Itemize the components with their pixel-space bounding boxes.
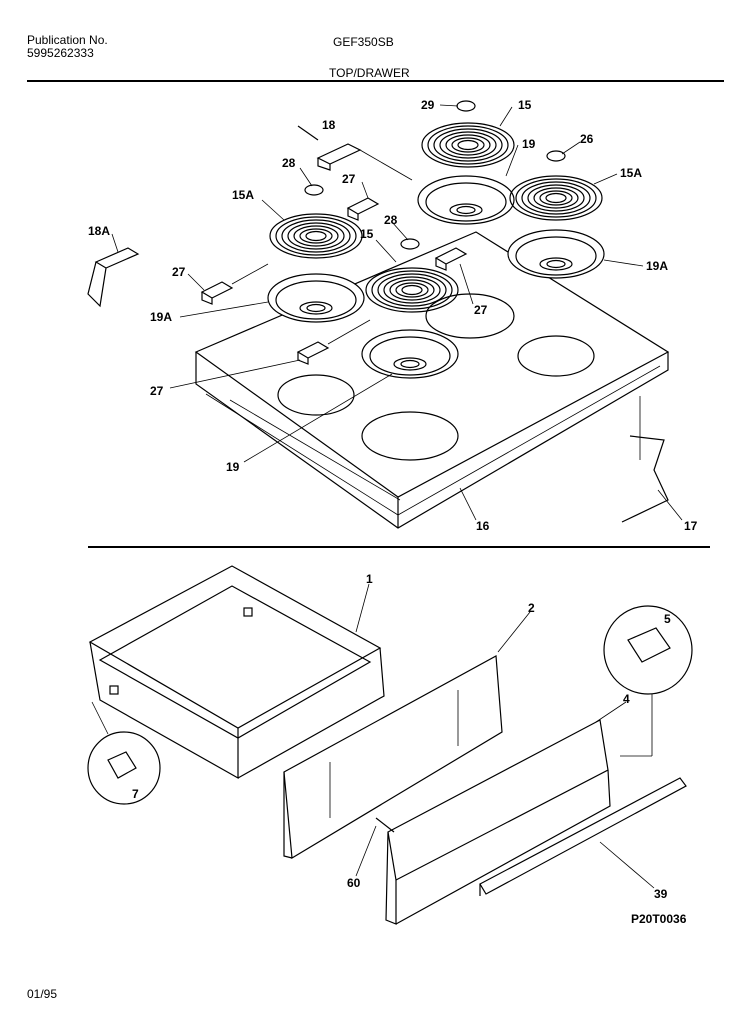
spacer-26 (546, 150, 566, 162)
callout-15A-right: 15A (620, 166, 642, 180)
drawer-panel-4 (385, 719, 611, 925)
revision-date: 01/95 (27, 987, 58, 1001)
spacer-28-left (304, 184, 324, 196)
callout-28-mid: 28 (384, 213, 398, 227)
handle-39 (479, 777, 687, 896)
callout-7: 7 (132, 787, 139, 801)
drawing-code: P20T0036 (631, 912, 687, 926)
detail-circle-5 (603, 605, 693, 757)
callout-1: 1 (366, 572, 373, 586)
spacer-29 (456, 100, 476, 112)
callout-29: 29 (421, 98, 435, 112)
header-rule (27, 80, 724, 82)
model-number: GEF350SB (333, 35, 394, 49)
callout-15-top: 15 (518, 98, 532, 112)
drawer-body-1 (88, 565, 385, 780)
surface-unit-15-top (421, 122, 515, 168)
leader-lines-top (111, 104, 683, 521)
callout-15A-left: 15A (232, 188, 254, 202)
receptacle-27-left (200, 263, 269, 305)
detail-circle-7 (87, 701, 161, 805)
publication-label: Publication No. (27, 33, 108, 47)
spacer-28-mid (400, 238, 420, 250)
drawer-front-2 (283, 655, 503, 860)
callout-26: 26 (580, 132, 594, 146)
rod-17 (621, 435, 669, 523)
callout-17: 17 (684, 519, 698, 533)
callout-15-mid: 15 (360, 227, 374, 241)
drip-pan-19A-right (507, 229, 605, 279)
receptacle-27-low (296, 319, 371, 365)
callout-28-left: 28 (282, 156, 296, 170)
section-divider (88, 546, 710, 548)
callout-labels: 29 15 18 19 26 28 27 15A 15A 28 15 18A 2… (88, 98, 698, 901)
callout-39: 39 (654, 887, 668, 901)
receptacle-27-upper (346, 197, 380, 221)
callout-60: 60 (347, 876, 361, 890)
section-title: TOP/DRAWER (329, 66, 410, 80)
receptacle-27-right (434, 247, 468, 271)
drip-pan-19-upper (417, 175, 515, 225)
callout-19-top: 19 (522, 137, 536, 151)
callout-19-low: 19 (226, 460, 240, 474)
callout-19A-right: 19A (646, 259, 668, 273)
bracket-18 (297, 125, 413, 181)
screw-60 (375, 817, 395, 833)
surface-unit-15A-right (509, 175, 603, 221)
callout-2: 2 (528, 601, 535, 615)
callout-27-a: 27 (342, 172, 356, 186)
cooktop-assembly (194, 231, 670, 529)
callout-18A: 18A (88, 224, 110, 238)
callout-16: 16 (476, 519, 490, 533)
callout-27-right: 27 (474, 303, 488, 317)
drip-pan-19A-left (267, 273, 365, 323)
callout-4: 4 (623, 692, 630, 706)
callout-27-left: 27 (172, 265, 186, 279)
surface-unit-15A-left (269, 213, 363, 259)
callout-5: 5 (664, 612, 671, 626)
bracket-18A (87, 247, 140, 308)
publication-number: 5995262333 (27, 46, 94, 60)
callout-27-low: 27 (150, 384, 164, 398)
leader-lines-lower (355, 583, 655, 889)
drip-pan-19-lower (361, 329, 459, 379)
callout-19A-left: 19A (150, 310, 172, 324)
callout-18: 18 (322, 118, 336, 132)
